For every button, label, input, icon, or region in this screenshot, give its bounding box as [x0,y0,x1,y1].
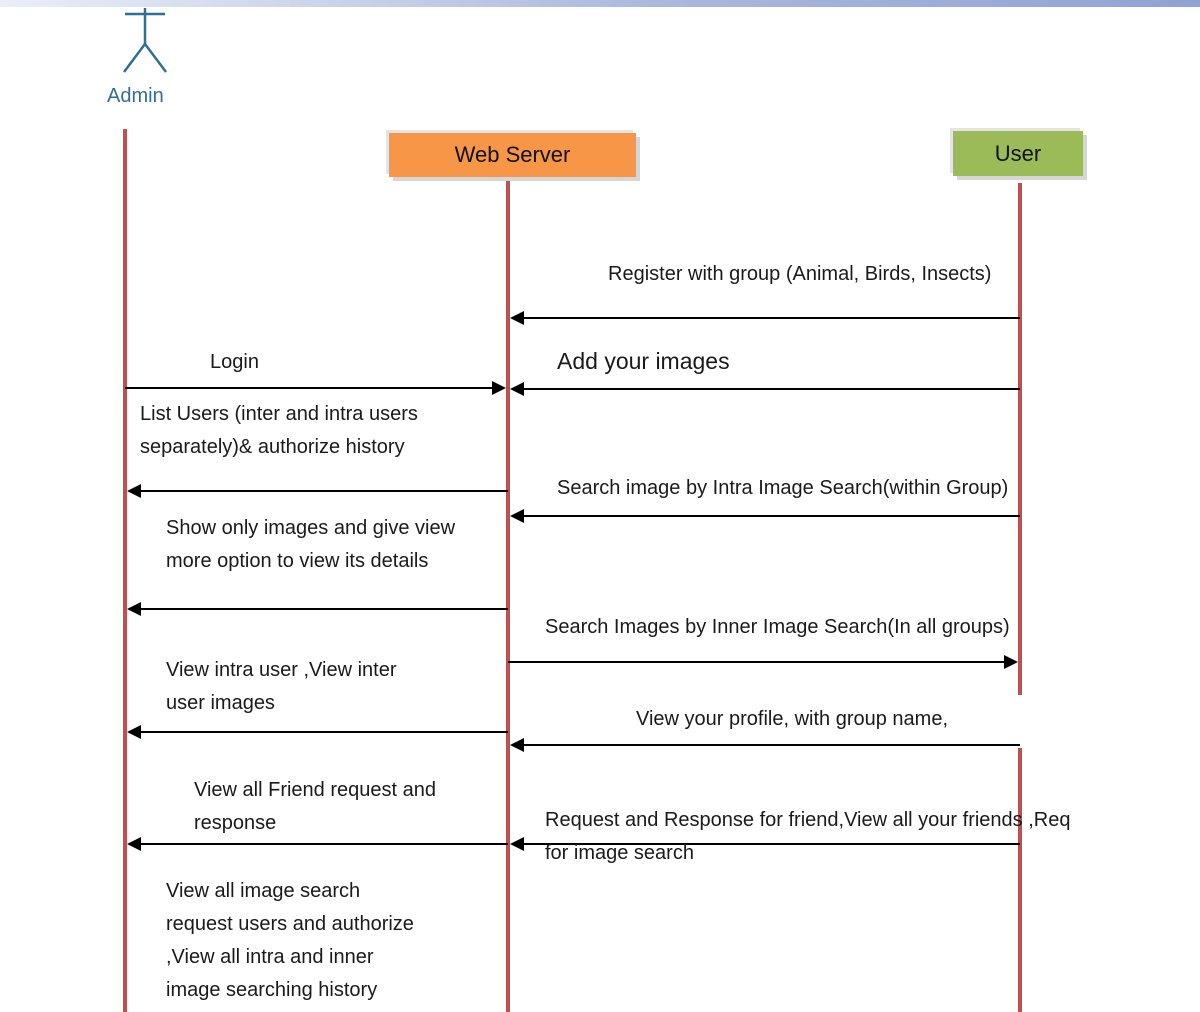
message-label-friend-response: Request and Response for friend,View all… [545,809,1071,864]
message-label-profile: View your profile, with group name, [636,708,949,730]
message-label-show-images: Show only images and give view more opti… [166,517,456,572]
message-label-add-images: Add your images [557,348,730,374]
message-label-intra-search: Search image by Intra Image Search(withi… [557,477,1009,499]
message-arrow-7-head [127,725,141,739]
message-arrow-0-head [510,311,524,325]
message-arrow-9-head [127,837,141,851]
message-label-list-users: List Users (inter and intra users separa… [140,403,418,458]
message-arrow-10-head [510,837,524,851]
message-label-register: Register with group (Animal, Birds, Inse… [608,263,992,285]
admin-actor-icon [123,43,146,73]
message-arrow-5-head [127,602,141,616]
top-border [0,0,1200,7]
web-server-label: Web Server [454,142,571,167]
message-arrow-1-head [492,381,506,395]
admin-actor-icon [144,43,167,73]
message-arrow-6-head [1004,655,1018,669]
message-label-search-history: View all image search request users and … [166,880,414,1001]
user-box: User [953,131,1083,176]
message-label-friend-requests: View all Friend request and response [194,779,436,834]
message-arrow-4-head [510,509,524,523]
user-label: User [994,140,1042,166]
message-arrow-3-head [127,484,141,498]
actor-label-admin: Admin [107,85,164,107]
message-label-inner-search: Search Images by Inner Image Search(In a… [545,616,1010,638]
web-server-box: Web Server [389,133,636,177]
message-arrow-8-head [510,738,524,752]
message-label-view-users: View intra user ,View inter user images [166,659,397,714]
message-arrow-2-head [510,382,524,396]
message-label-login: Login [210,351,259,373]
